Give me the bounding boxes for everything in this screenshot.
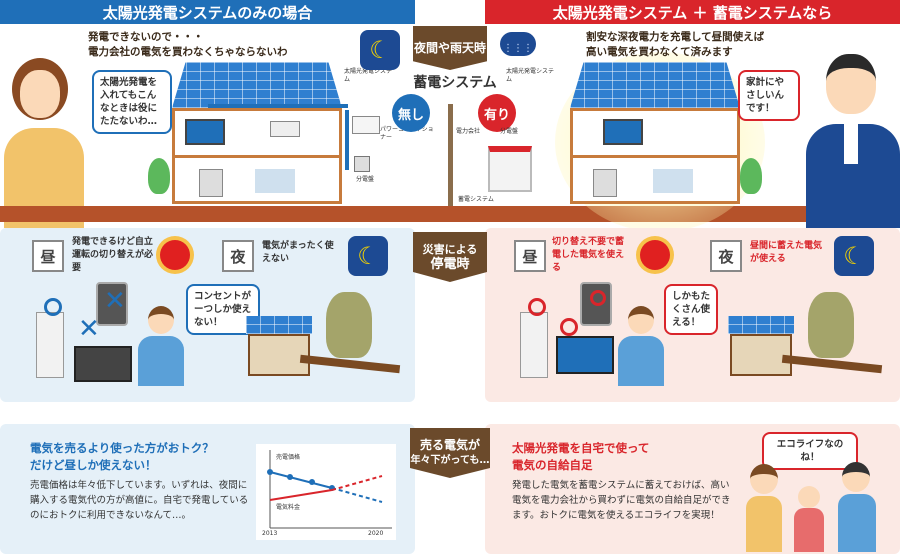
tv-right (556, 336, 614, 374)
price-chart: 売電価格 電気料金 2013 2020 (256, 444, 396, 540)
middle-left-house-roof (246, 316, 312, 334)
storage-center-label: 蓄電システム (413, 75, 497, 91)
bottom-right-bubble: エコライフなのね！ (762, 432, 858, 470)
man-right (618, 306, 664, 386)
left-house (172, 108, 342, 204)
middle-center-tab: 災害による 停電時 (413, 232, 487, 282)
utility-label: 電力会社 (456, 128, 481, 135)
left-top-bubble: 太陽光発電を入れてもこんなときは役にたたないわ… (92, 70, 172, 134)
bottom-right-body: 発電した電気を蓄電システムに蓄えておけば、高い電気を電力会社から買わずに電気の自… (512, 480, 731, 521)
right-day-text: 切り替え不要で蓄電した電気を使える (552, 237, 625, 273)
businessman-illustration (800, 48, 900, 228)
with-storage-badge: 有り (478, 94, 516, 132)
bottom-left-body: 売電価格は年々低下しています。いずれは、夜間に購入する電気代の方が高値に。自宅で… (30, 480, 249, 521)
solar-system-label-right: 太陽光発電システム (506, 68, 555, 83)
tree-right (740, 158, 762, 194)
sell-point-1 (267, 469, 273, 475)
family-illustration (746, 456, 886, 552)
bottom-center-tab: 売る電気が 年々下がっても… (410, 428, 490, 478)
left-night-label: 夜 (222, 240, 254, 272)
moon-icon-left: ☾ (348, 236, 388, 276)
cross-mark-tv: ✕ (78, 314, 100, 344)
bottom-right-title: 太陽光発電を自宅で使って 電気の自給自足 (512, 441, 650, 472)
cross-mark-phone: ✕ (104, 286, 126, 316)
fridge-right (520, 312, 548, 378)
chart-label-fee: 電気料金 (276, 504, 301, 511)
circle-mark-left (44, 298, 62, 316)
right-house-roof (570, 62, 740, 108)
right-day-label: 昼 (514, 240, 546, 272)
circle-mark-right-tv (560, 318, 578, 336)
chart-label-sell: 売電価格 (276, 454, 301, 461)
sun-icon-left (160, 240, 190, 270)
owl-left (326, 292, 372, 358)
moon-icon-right: ☾ (834, 236, 874, 276)
storage-system-label: 蓄電システム (458, 196, 494, 203)
solar-system-label-left: 太陽光発電システム (344, 68, 393, 83)
without-storage-badge: 無し (392, 94, 430, 132)
middle-right-house (730, 334, 792, 376)
left-top-speech: 発電できないので・・・ 電力会社の電気を買わなくちゃならないわ (88, 31, 288, 58)
sun-icon-right (640, 240, 670, 270)
distribution-board-label-right: 分電盤 (500, 128, 519, 135)
phone-left (96, 282, 128, 326)
chart-x-end: 2020 (368, 530, 384, 537)
middle-right-house-roof (728, 316, 794, 334)
right-house (570, 108, 740, 204)
right-night-label: 夜 (710, 240, 742, 272)
right-middle-bubble: しかもたくさん使える！ (664, 284, 718, 335)
utility-pole (448, 104, 453, 206)
sell-point-3 (309, 479, 315, 485)
circle-mark-right-phone (590, 290, 606, 306)
distribution-board-label-left: 分電盤 (356, 176, 375, 183)
woman-illustration (4, 48, 84, 228)
man-left (138, 306, 184, 386)
fridge-left (36, 312, 64, 378)
power-conditioner-box (352, 116, 380, 134)
top-center-tab: 夜間や雨天時 (413, 26, 487, 70)
left-header: 太陽光発電システムのみの場合 (0, 0, 415, 24)
tv-left (74, 346, 132, 382)
moon-icon-top: ☾ (360, 30, 400, 70)
right-top-bubble: 家計にやさしいんです！ (738, 70, 800, 121)
distribution-board-box-left (354, 156, 370, 172)
right-night-text: 昼間に蓄えた電気が使える (750, 241, 823, 264)
tree-left (148, 158, 170, 194)
left-house-roof (172, 62, 342, 108)
price-chart-svg (267, 450, 392, 529)
owl-right (808, 292, 854, 358)
left-day-label: 昼 (32, 240, 64, 272)
rain-cloud-icon: ⋮⋮⋮ (500, 32, 536, 56)
bottom-left-title: 電気を売るより使った方がおトク？ だけど昼しか使えない！ (30, 441, 214, 472)
sell-point-2 (287, 474, 293, 480)
left-night-text: 電気がまったく使えない (262, 241, 334, 264)
circle-mark-right-fridge (528, 298, 546, 316)
chart-x-start: 2013 (262, 530, 278, 537)
right-top-speech: 割安な深夜電力を充電して昼間使えば 高い電気を買わなくて済みます (586, 31, 765, 58)
storage-unit (488, 146, 532, 192)
right-header: 太陽光発電システム ＋ 蓄電システムなら (485, 0, 900, 24)
top-ground (0, 206, 900, 222)
left-day-text: 発電できるけど自立運転の切り替えが必要 (72, 237, 154, 273)
